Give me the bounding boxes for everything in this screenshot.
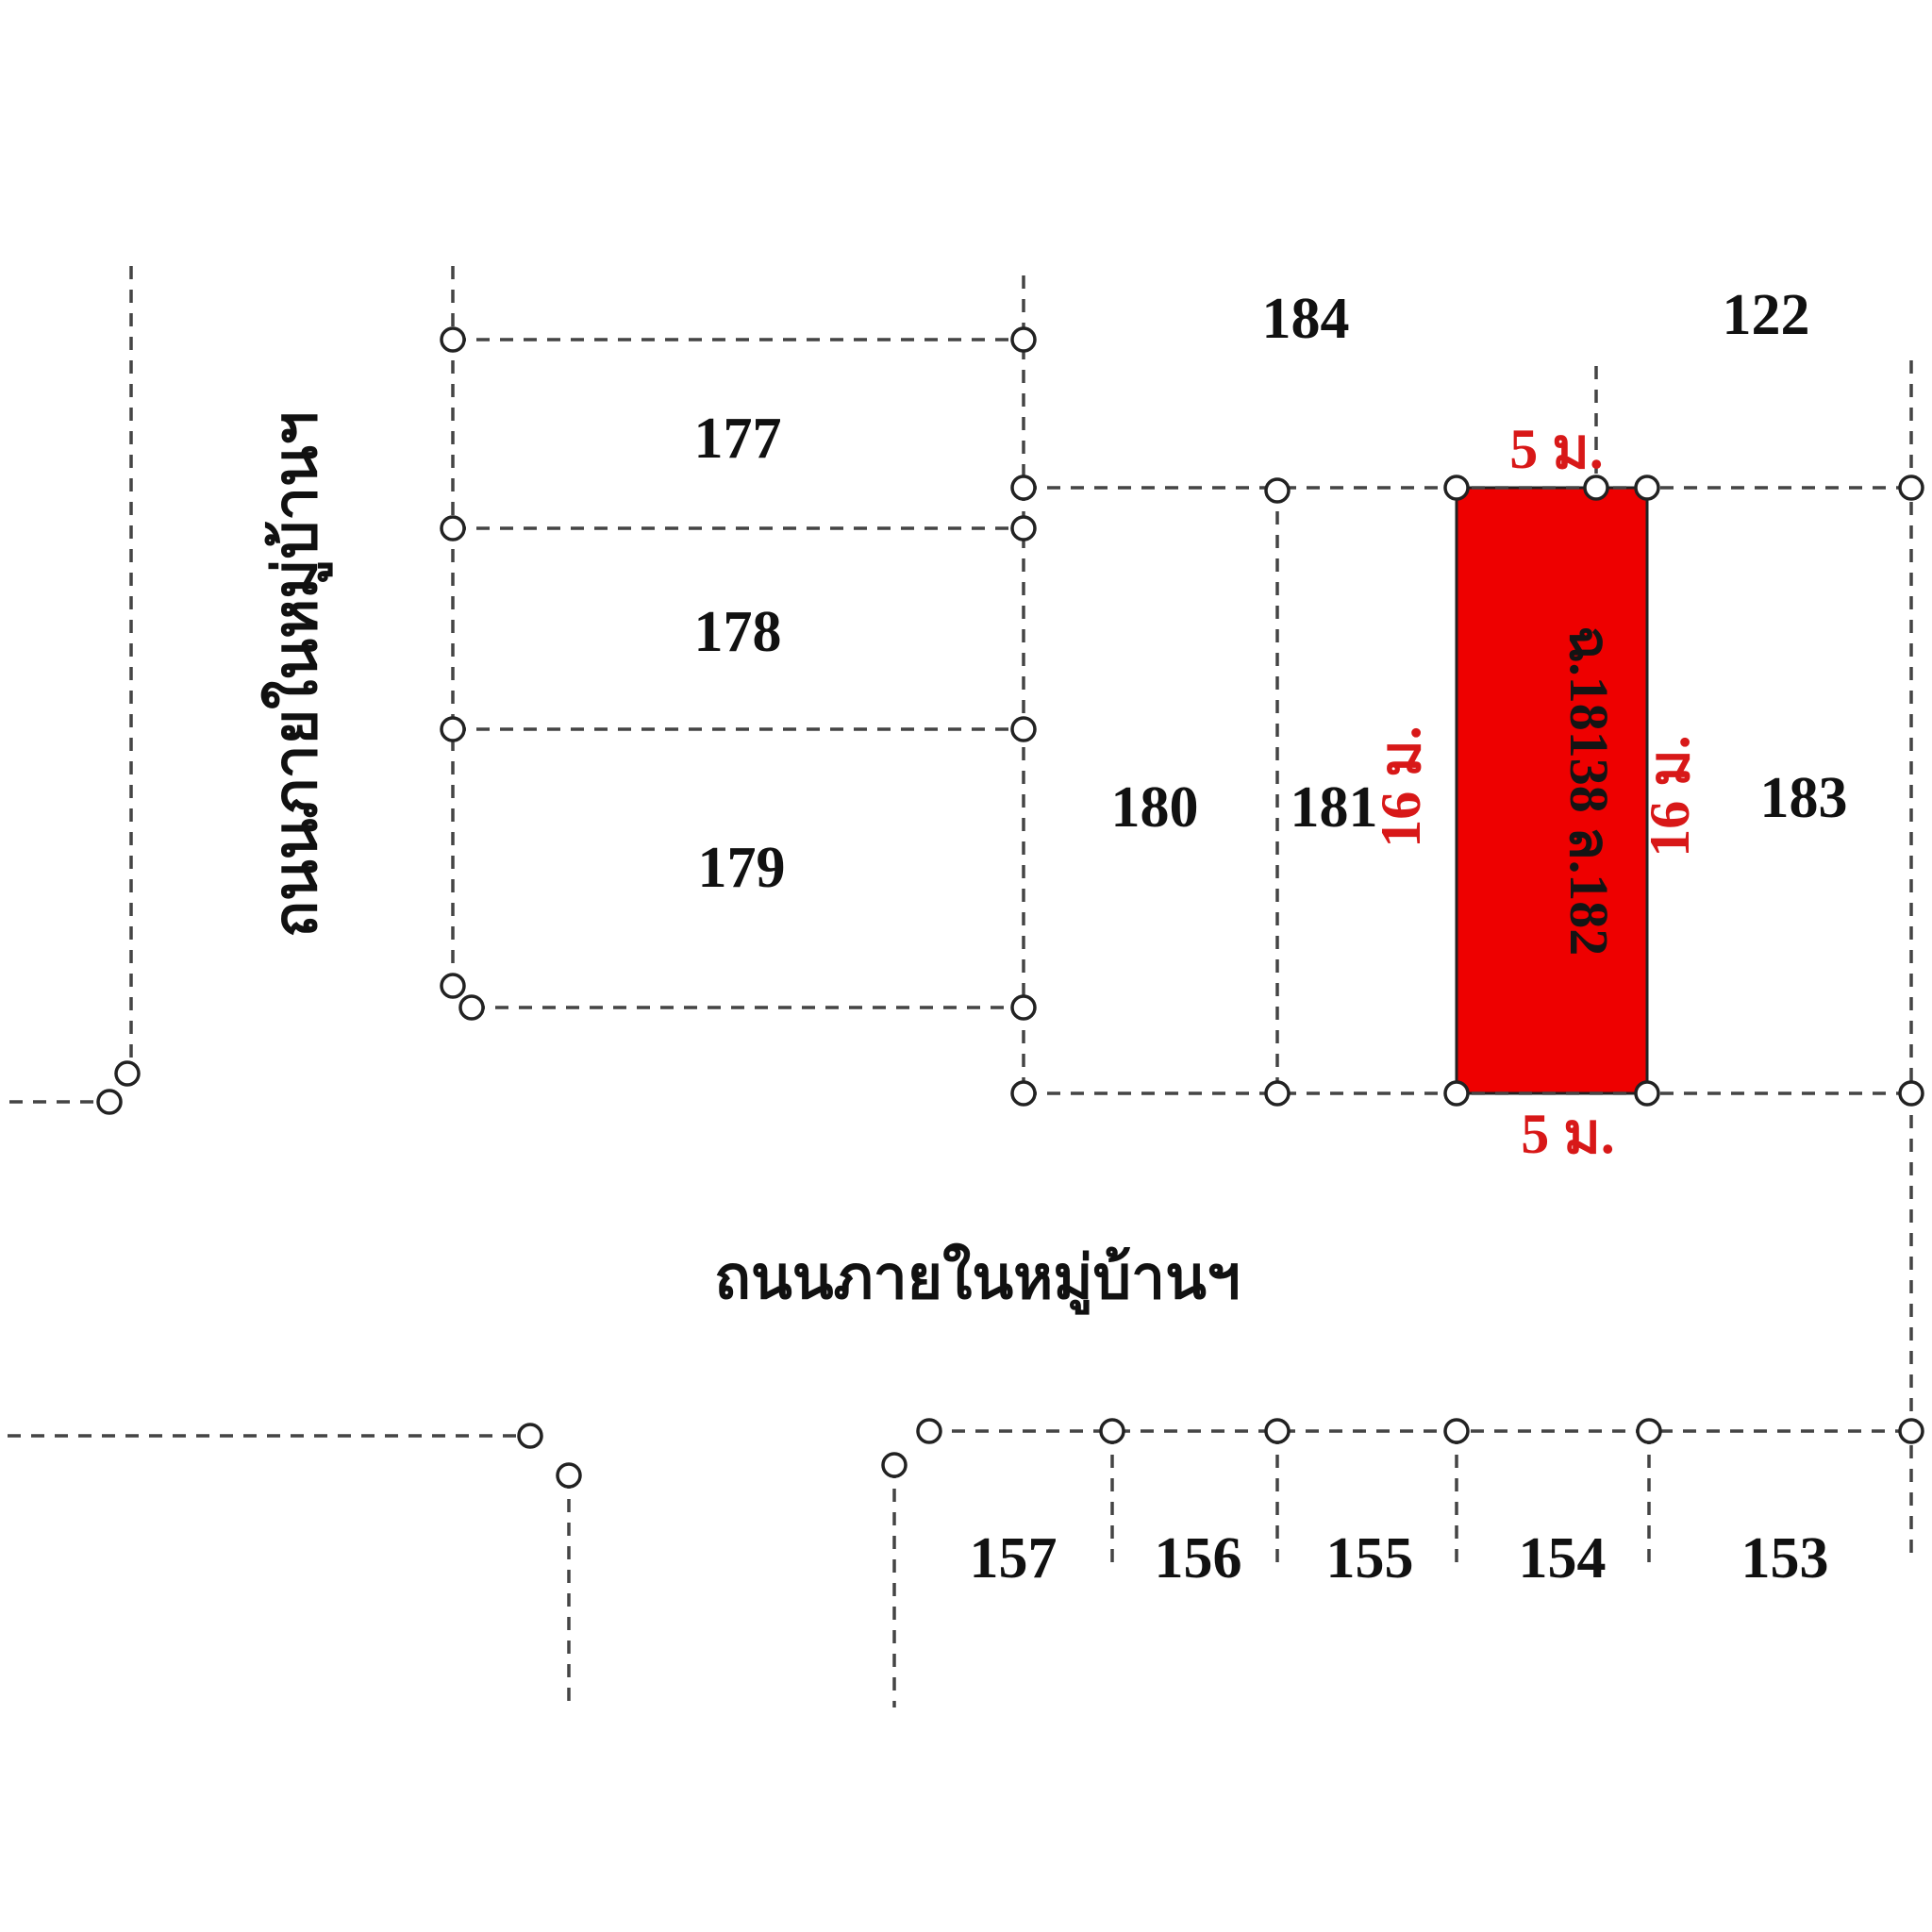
lot-number-157: 157 <box>970 1526 1058 1591</box>
lot-number-183: 183 <box>1760 766 1848 830</box>
plot-depth-right: 16 ม. <box>1639 735 1701 858</box>
survey-pin-marker <box>440 716 466 742</box>
lot-number-153: 153 <box>1741 1526 1829 1591</box>
survey-pin-marker <box>1443 1418 1470 1444</box>
survey-pin-marker <box>1010 1080 1037 1107</box>
survey-pin-marker <box>440 515 466 541</box>
survey-pin-marker <box>1264 1418 1291 1444</box>
survey-pin-marker <box>556 1462 582 1489</box>
lot-number-154: 154 <box>1519 1526 1607 1591</box>
survey-pin-marker <box>114 1060 141 1087</box>
lot-number-122: 122 <box>1723 283 1810 347</box>
survey-pin-marker <box>1010 475 1037 501</box>
road-name-horizontal: ถนนภายในหมู่บ้านฯ <box>714 1242 1241 1315</box>
survey-pin-marker <box>1264 477 1291 504</box>
survey-pin-marker <box>1443 475 1470 501</box>
survey-pin-marker <box>1010 716 1037 742</box>
survey-pin-marker <box>1010 994 1037 1021</box>
survey-pin-marker <box>1264 1080 1291 1107</box>
lot-number-180: 180 <box>1111 775 1199 840</box>
survey-pin-marker <box>881 1452 908 1478</box>
survey-pin-marker <box>1010 326 1037 353</box>
survey-pin-marker <box>1898 1080 1924 1107</box>
lot-number-184: 184 <box>1262 287 1350 351</box>
survey-pin-marker <box>1636 1418 1662 1444</box>
lot-number-178: 178 <box>694 600 782 664</box>
deed-label: ฉ.18138 ล.182 <box>1558 625 1620 957</box>
lot-number-177: 177 <box>694 407 782 471</box>
lot-number-179: 179 <box>698 836 786 900</box>
lot-number-181: 181 <box>1291 775 1378 840</box>
survey-pin-marker <box>1898 1418 1924 1444</box>
survey-pin-marker <box>1583 475 1609 501</box>
survey-pin-marker <box>1634 1080 1660 1107</box>
survey-pin-marker <box>1443 1080 1470 1107</box>
road-name-vertical: ถนนภายในหมู่บ้านฯ <box>260 411 333 938</box>
plot-width-top: 5 ม. <box>1509 418 1604 480</box>
survey-pin-marker <box>440 326 466 353</box>
boundary-lines <box>8 266 1913 1707</box>
lot-number-156: 156 <box>1155 1526 1242 1591</box>
lot-number-155: 155 <box>1326 1526 1414 1591</box>
survey-pin-marker <box>1634 475 1660 501</box>
survey-pin-marker <box>1898 475 1924 501</box>
subject-plot-highlight[interactable] <box>1455 486 1649 1095</box>
plot-width-bottom: 5 ม. <box>1521 1103 1615 1165</box>
survey-pins <box>96 326 1924 1489</box>
plot-depth-left: 16 ม. <box>1370 725 1432 848</box>
survey-pin-marker <box>517 1423 543 1449</box>
survey-pin-marker <box>458 994 485 1021</box>
survey-pin-marker <box>916 1418 942 1444</box>
survey-pin-marker <box>440 973 466 999</box>
survey-pin-marker <box>1099 1418 1125 1444</box>
survey-pin-marker <box>96 1089 123 1115</box>
survey-pin-marker <box>1010 515 1037 541</box>
